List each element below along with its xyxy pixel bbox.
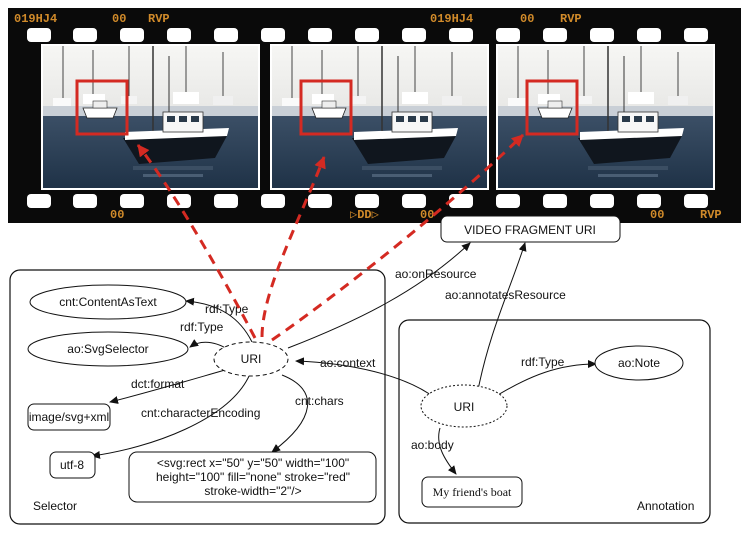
red-arrow-frame-2 (260, 156, 326, 338)
edge-label-rdf-type-2: rdf:Type (180, 320, 224, 334)
image-svg-xml-node: image/svg+xml (27, 403, 111, 431)
bottom-sprocket-row (27, 194, 708, 208)
ao-note-label: ao:Note (618, 356, 660, 370)
edge-dct-format (109, 367, 233, 404)
film-code-bottom-right-b: RVP (700, 208, 722, 222)
region-box-1 (75, 79, 129, 136)
film-code-top-mid-left: 00 (112, 12, 126, 26)
edge-label-ao-context: ao:context (320, 356, 376, 370)
film-code-bottom-left: 00 (110, 208, 124, 222)
film-code-top-right-b: 00 (520, 12, 534, 26)
body-label: My friend's boat (433, 485, 512, 499)
utf8-node: utf-8 (49, 451, 96, 479)
svg-chars-line-1: <svg:rect x="50" y="50" width="100" (157, 456, 349, 470)
edge-rdf-type-3 (492, 360, 597, 399)
film-code-top-right-c: RVP (560, 12, 582, 26)
annotation-uri-node: URI (420, 384, 508, 428)
edge-label-ao-on-resource: ao:onResource (395, 267, 477, 281)
svg-selector-label: ao:SvgSelector (67, 342, 148, 356)
top-sprocket-row (27, 28, 708, 42)
annotation-group-label: Annotation (637, 499, 694, 513)
svg-chars-line-3: stroke-width="2"/> (204, 484, 301, 498)
body-node: My friend's boat (421, 476, 523, 508)
edge-label-dct-format: dct:format (131, 377, 185, 391)
region-box-3 (525, 79, 579, 136)
selector-uri-label: URI (241, 352, 262, 366)
film-code-top-right-a: 019HJ4 (430, 12, 473, 26)
video-frame-3 (496, 44, 715, 190)
image-svg-xml-label: image/svg+xml (29, 410, 109, 424)
edge-cnt-chars (271, 374, 308, 453)
film-code-bottom-mid: ▷DD▷ (350, 208, 380, 222)
edge-label-ao-annotates-resource: ao:annotatesResource (445, 288, 566, 302)
content-as-text-node: cnt:ContentAsText (29, 284, 187, 320)
edge-ao-annotates-resource (477, 242, 527, 391)
ao-note-node: ao:Note (594, 345, 684, 381)
red-arrow-frame-3 (271, 133, 525, 342)
film-code-bottom-right-a: 00 (650, 208, 664, 222)
film-code-top-mid-right: RVP (148, 12, 170, 26)
svg-chars-node: <svg:rect x="50" y="50" width="100" heig… (128, 451, 377, 503)
film-code-bottom-mid-b: 00 (420, 208, 434, 222)
edge-label-cnt-chars: cnt:chars (295, 394, 344, 408)
video-fragment-uri-node: VIDEO FRAGMENT URI (440, 215, 621, 243)
annotation-uri-label: URI (454, 400, 475, 414)
red-arrow-frame-1 (136, 144, 257, 339)
content-as-text-label: cnt:ContentAsText (59, 295, 157, 309)
selector-group-label: Selector (33, 499, 77, 513)
utf8-label: utf-8 (60, 458, 84, 472)
video-frame-1 (41, 44, 260, 190)
edge-rdf-type-1 (185, 297, 253, 343)
svg-selector-node: ao:SvgSelector (27, 331, 189, 367)
video-fragment-uri-label: VIDEO FRAGMENT URI (464, 223, 596, 237)
annotation-group-box (398, 319, 711, 524)
selector-uri-node: URI (213, 341, 289, 377)
edge-label-cnt-character-encoding: cnt:characterEncoding (141, 406, 260, 420)
edge-cnt-character-encoding (91, 373, 251, 459)
region-box-2 (299, 79, 353, 136)
film-code-top-left: 019HJ4 (14, 12, 57, 26)
edge-ao-context (295, 357, 436, 399)
edge-ao-on-resource (287, 242, 471, 349)
edge-label-rdf-type-3: rdf:Type (521, 355, 565, 369)
film-strip: 019HJ4 00 RVP 019HJ4 00 RVP 00 ▷DD▷ 00 0… (8, 8, 741, 223)
edge-label-rdf-type-1: rdf:Type (205, 302, 249, 316)
selector-group-box (9, 269, 386, 525)
edge-label-ao-body: ao:body (411, 438, 454, 452)
video-frame-2 (270, 44, 489, 190)
edge-ao-body (438, 427, 457, 475)
svg-chars-line-2: height="100" fill="none" stroke="red" (156, 470, 350, 484)
